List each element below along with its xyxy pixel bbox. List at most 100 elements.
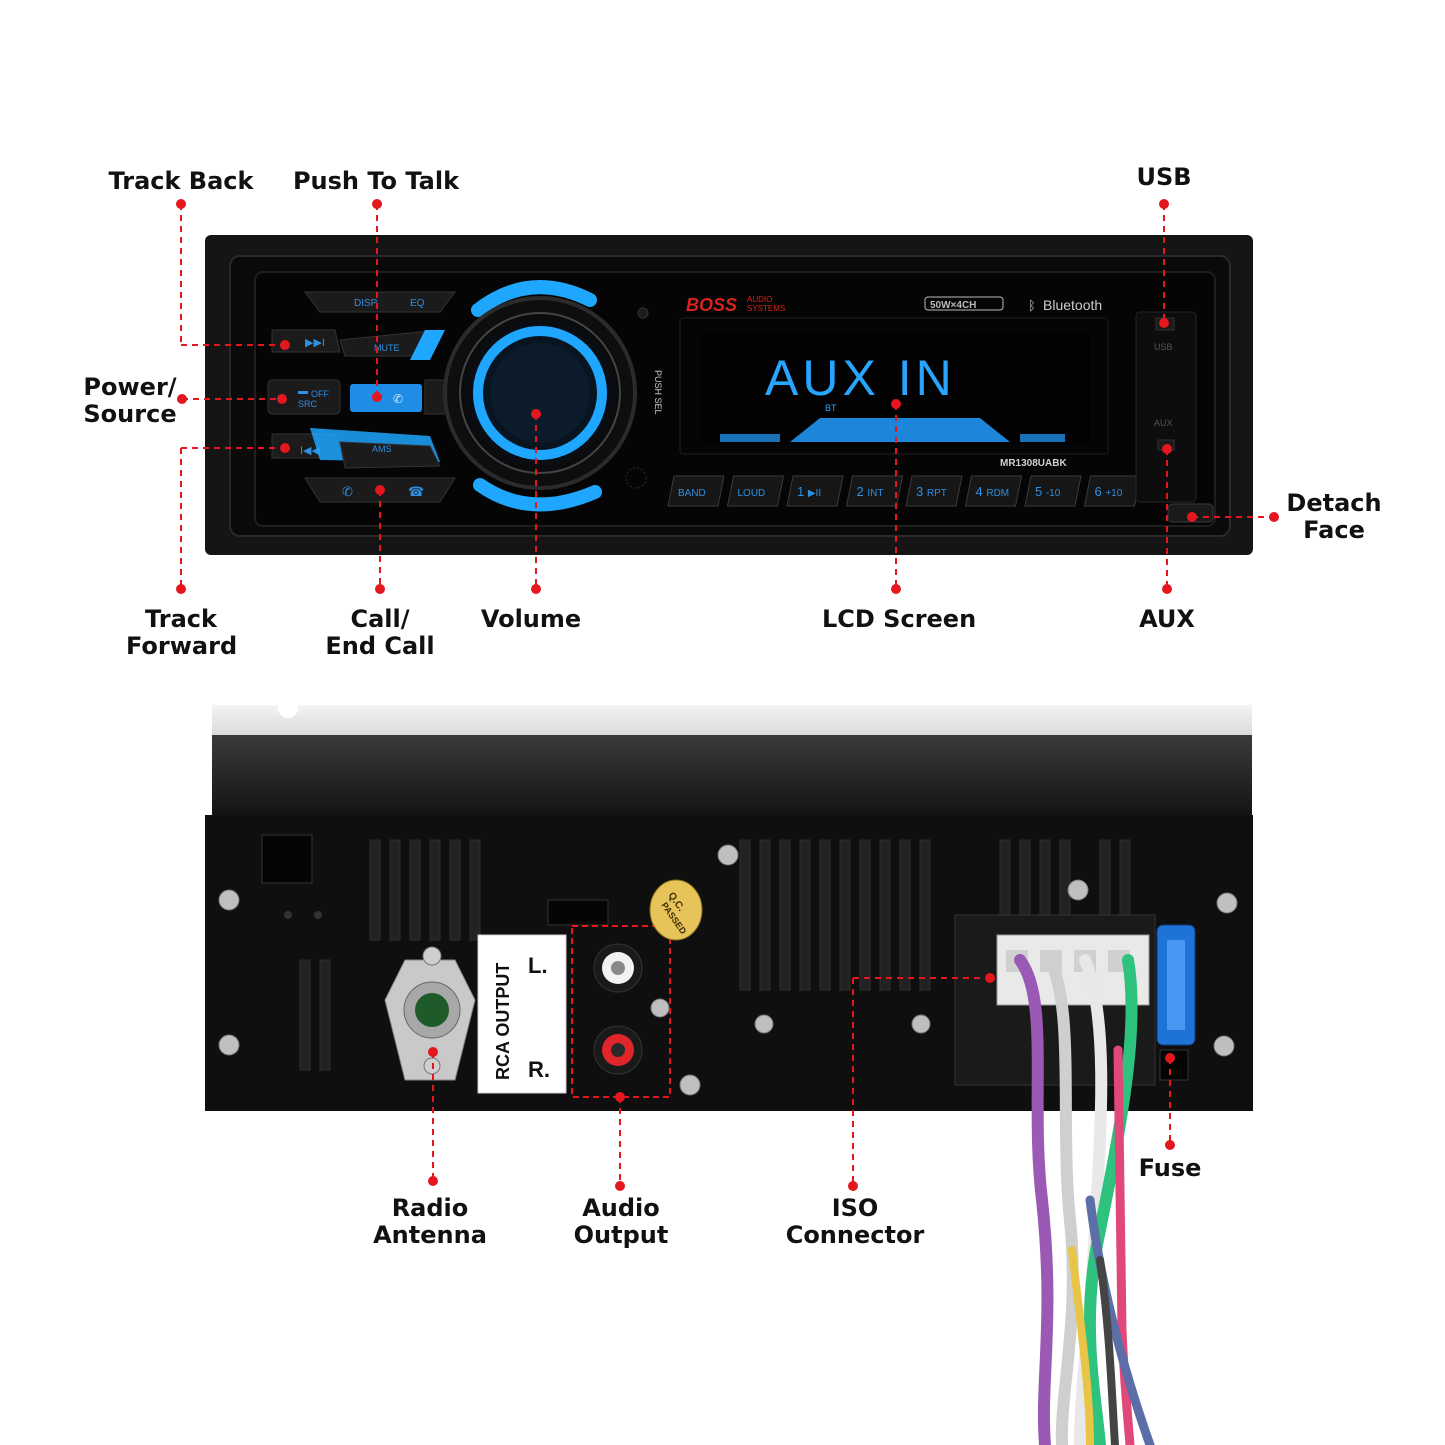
callout-detach-face-line-2: Face — [1303, 516, 1365, 544]
callout-radio-antenna-line-2: Antenna — [373, 1221, 487, 1249]
preset-button-1[interactable]: BAND — [667, 475, 725, 507]
preset-button-7[interactable]: 5 -10 — [1024, 475, 1082, 507]
callout-fuse-line-1: Fuse — [1138, 1154, 1202, 1182]
preset-button-row: BAND LOUD 1 ▶II 2 INT 3 RPT 4 RDM 5 -10 6 +10 — [667, 475, 1142, 507]
rca-label-card — [477, 934, 567, 1094]
usb-port-label: USB — [1154, 342, 1173, 352]
audio-output-highlight — [571, 925, 671, 1098]
callout-usb-line-1: USB — [1136, 163, 1192, 191]
callout-iso-connector-line-2: Connector — [785, 1221, 925, 1249]
callout-lines — [176, 199, 1279, 1191]
callout-aux: AUX — [1130, 606, 1204, 633]
brand-logo: BOSS — [686, 295, 737, 315]
left-key-cluster: DISP EQ ▶▶I MUTE OFF SRC ✆ I◀◀ AMS ✆ ☎ — [267, 291, 456, 503]
preset-button-label: BAND — [678, 488, 706, 499]
callout-iso-connector-line-1: ISO — [831, 1194, 879, 1222]
callout-track-forward-line-1: Track — [145, 605, 217, 633]
power-source-button[interactable] — [267, 379, 341, 415]
rear-panel: RCA OUTPUT L. R. Q.C. PASSED — [205, 698, 1253, 1445]
lcd-display: AUX IN BT — [679, 317, 1109, 455]
lcd-sub-text: BT — [825, 403, 837, 413]
iso-connector[interactable] — [954, 914, 1156, 1086]
lcd-main-text: AUX IN — [765, 350, 956, 406]
model-number: MR1308UABK — [1000, 458, 1067, 469]
bluetooth-label: Bluetooth — [1043, 297, 1102, 313]
callout-power-source: Power/ Source — [82, 374, 178, 428]
callout-push-to-talk-line-1: Push To Talk — [292, 167, 460, 195]
preset-button-3[interactable]: 1 ▶II — [786, 475, 844, 507]
brand-sub-2: SYSTEMS — [747, 304, 785, 313]
mute-key-label: MUTE — [374, 343, 400, 353]
aux-port-label: AUX — [1154, 418, 1173, 428]
callout-call-end-line-1: Call/ — [350, 605, 410, 633]
cooling-fins — [299, 839, 1131, 1071]
callout-track-back-line-1: Track Back — [108, 167, 254, 195]
callout-audio-output-line-2: Output — [573, 1221, 669, 1249]
eq-key-label: EQ — [410, 298, 425, 309]
callout-volume-line-1: Volume — [480, 605, 582, 633]
callout-lcd-screen-line-1: LCD Screen — [822, 605, 977, 633]
callout-push-to-talk: Push To Talk — [290, 168, 462, 195]
detachable-side-panel: USB AUX — [1135, 311, 1214, 523]
preset-button-6[interactable]: 4 RDM — [964, 475, 1023, 507]
callout-lcd-screen: LCD Screen — [822, 605, 977, 633]
preset-button-5[interactable]: 3 RPT — [905, 475, 963, 507]
antenna-socket[interactable] — [384, 946, 476, 1081]
rca-left-label: L. — [528, 953, 548, 978]
preset-button-4[interactable]: 2 INT — [845, 475, 904, 507]
preset-button-label: 5 -10 — [1035, 484, 1061, 499]
rca-right-label: R. — [528, 1057, 550, 1082]
src-key-label: SRC — [298, 399, 318, 409]
preset-button-label: 1 ▶II — [797, 484, 821, 499]
callout-detach-face-line-1: Detach — [1286, 489, 1382, 517]
callout-track-forward: Track Forward — [126, 605, 238, 660]
off-key-label: OFF — [311, 389, 329, 399]
callout-radio-antenna-line-1: Radio — [391, 1194, 469, 1222]
callout-volume: Volume — [476, 606, 586, 633]
callout-usb: USB — [1124, 164, 1204, 191]
callout-audio-output-line-1: Audio — [582, 1194, 660, 1222]
call-icon[interactable]: ✆ — [342, 484, 353, 499]
callout-fuse: Fuse — [1130, 1155, 1210, 1182]
microphone-icon: ✆ — [393, 392, 403, 406]
microphone-grille — [625, 467, 647, 489]
wiring-harness — [1014, 954, 1155, 1445]
preset-button-label: 6 +10 — [1095, 484, 1123, 499]
lcd-spectrum-bars — [790, 418, 1010, 442]
ir-sensor — [637, 307, 649, 319]
end-call-icon[interactable]: ☎ — [408, 484, 424, 499]
preset-button-2[interactable]: LOUD — [726, 475, 785, 507]
preset-button-8[interactable]: 6 +10 — [1083, 475, 1142, 507]
preset-button-label: 3 RPT — [916, 484, 947, 499]
next-track-icon[interactable]: ▶▶I — [305, 337, 325, 349]
callout-power-source-line-1: Power/ — [83, 373, 177, 401]
callout-track-back: Track Back — [108, 168, 254, 195]
push-to-talk-button[interactable] — [350, 384, 422, 412]
callout-radio-antenna: Radio Antenna — [370, 1195, 490, 1249]
rca-output-label: RCA OUTPUT — [493, 963, 513, 1080]
ams-key-label: AMS — [372, 444, 392, 454]
callout-iso-connector: ISO Connector — [780, 1195, 930, 1249]
brand-sub-1: AUDIO — [747, 295, 772, 304]
callout-power-source-line-2: Source — [83, 400, 177, 428]
disp-key-label: DISP — [354, 298, 378, 309]
bluetooth-icon: ᛒ — [1028, 298, 1036, 313]
brand-row: BOSS AUDIO SYSTEMS 50W×4CH ᛒ Bluetooth — [686, 295, 1102, 315]
preset-button-label: LOUD — [738, 488, 766, 499]
callout-detach-face: Detach Face — [1282, 490, 1386, 544]
power-badge: 50W×4CH — [930, 300, 976, 311]
push-sel-label: PUSH SEL — [653, 370, 663, 415]
preset-button-label: 2 INT — [857, 484, 884, 499]
callout-aux-line-1: AUX — [1139, 605, 1195, 633]
callout-track-forward-line-2: Forward — [126, 632, 238, 660]
front-panel: DISP EQ ▶▶I MUTE OFF SRC ✆ I◀◀ AMS ✆ ☎ — [205, 235, 1253, 555]
qc-passed-sticker: Q.C. PASSED — [649, 879, 703, 941]
preset-button-label: 4 RDM — [976, 484, 1010, 499]
previous-track-icon[interactable]: I◀◀ — [300, 445, 321, 457]
volume-knob[interactable] — [443, 280, 637, 512]
callout-audio-output: Audio Output — [566, 1195, 676, 1249]
callout-call-end: Call/ End Call — [320, 606, 440, 660]
rca-jacks[interactable] — [547, 899, 643, 1075]
